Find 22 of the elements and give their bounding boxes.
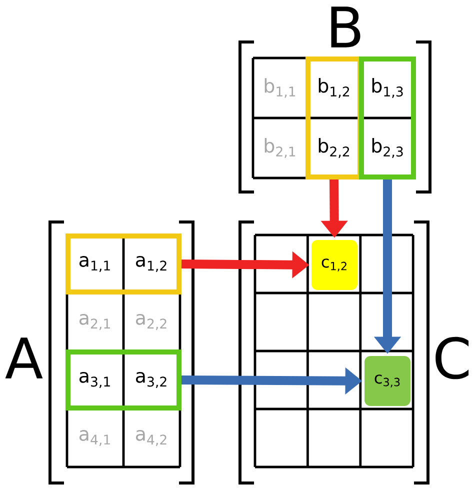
- cell-text: c$_{1,2}$: [322, 258, 346, 272]
- cell-text: b$_{1,3}$: [372, 78, 403, 98]
- cell-text: a$_{4,1}$: [80, 430, 110, 446]
- cell-text: a$_{2,2}$: [136, 314, 166, 330]
- matrix-letter: B: [331, 6, 360, 48]
- cell-text: b$_{1,2}$: [318, 78, 350, 98]
- result-cell: [364, 356, 410, 406]
- cell-text: a$_{3,2}$: [136, 372, 166, 388]
- cell-text: a$_{1,2}$: [136, 256, 166, 272]
- cell-text: a$_{3,1}$: [80, 372, 110, 388]
- highlighted-column: [359, 56, 416, 180]
- matrix-letter: A: [5, 338, 43, 378]
- result-cell: [312, 240, 358, 290]
- cell-text: b$_{2,2}$: [318, 138, 350, 158]
- cell-text: b$_{2,3}$: [372, 138, 403, 158]
- cell-text: a$_{2,1}$: [80, 314, 110, 330]
- matrix-letter: C: [436, 336, 468, 380]
- cell-text: a$_{4,2}$: [136, 430, 166, 446]
- cell-text: c$_{3,3}$: [374, 374, 400, 388]
- cell-text: a$_{1,1}$: [80, 256, 110, 272]
- highlighted-row: [66, 350, 182, 410]
- highlighted-row: [66, 234, 182, 294]
